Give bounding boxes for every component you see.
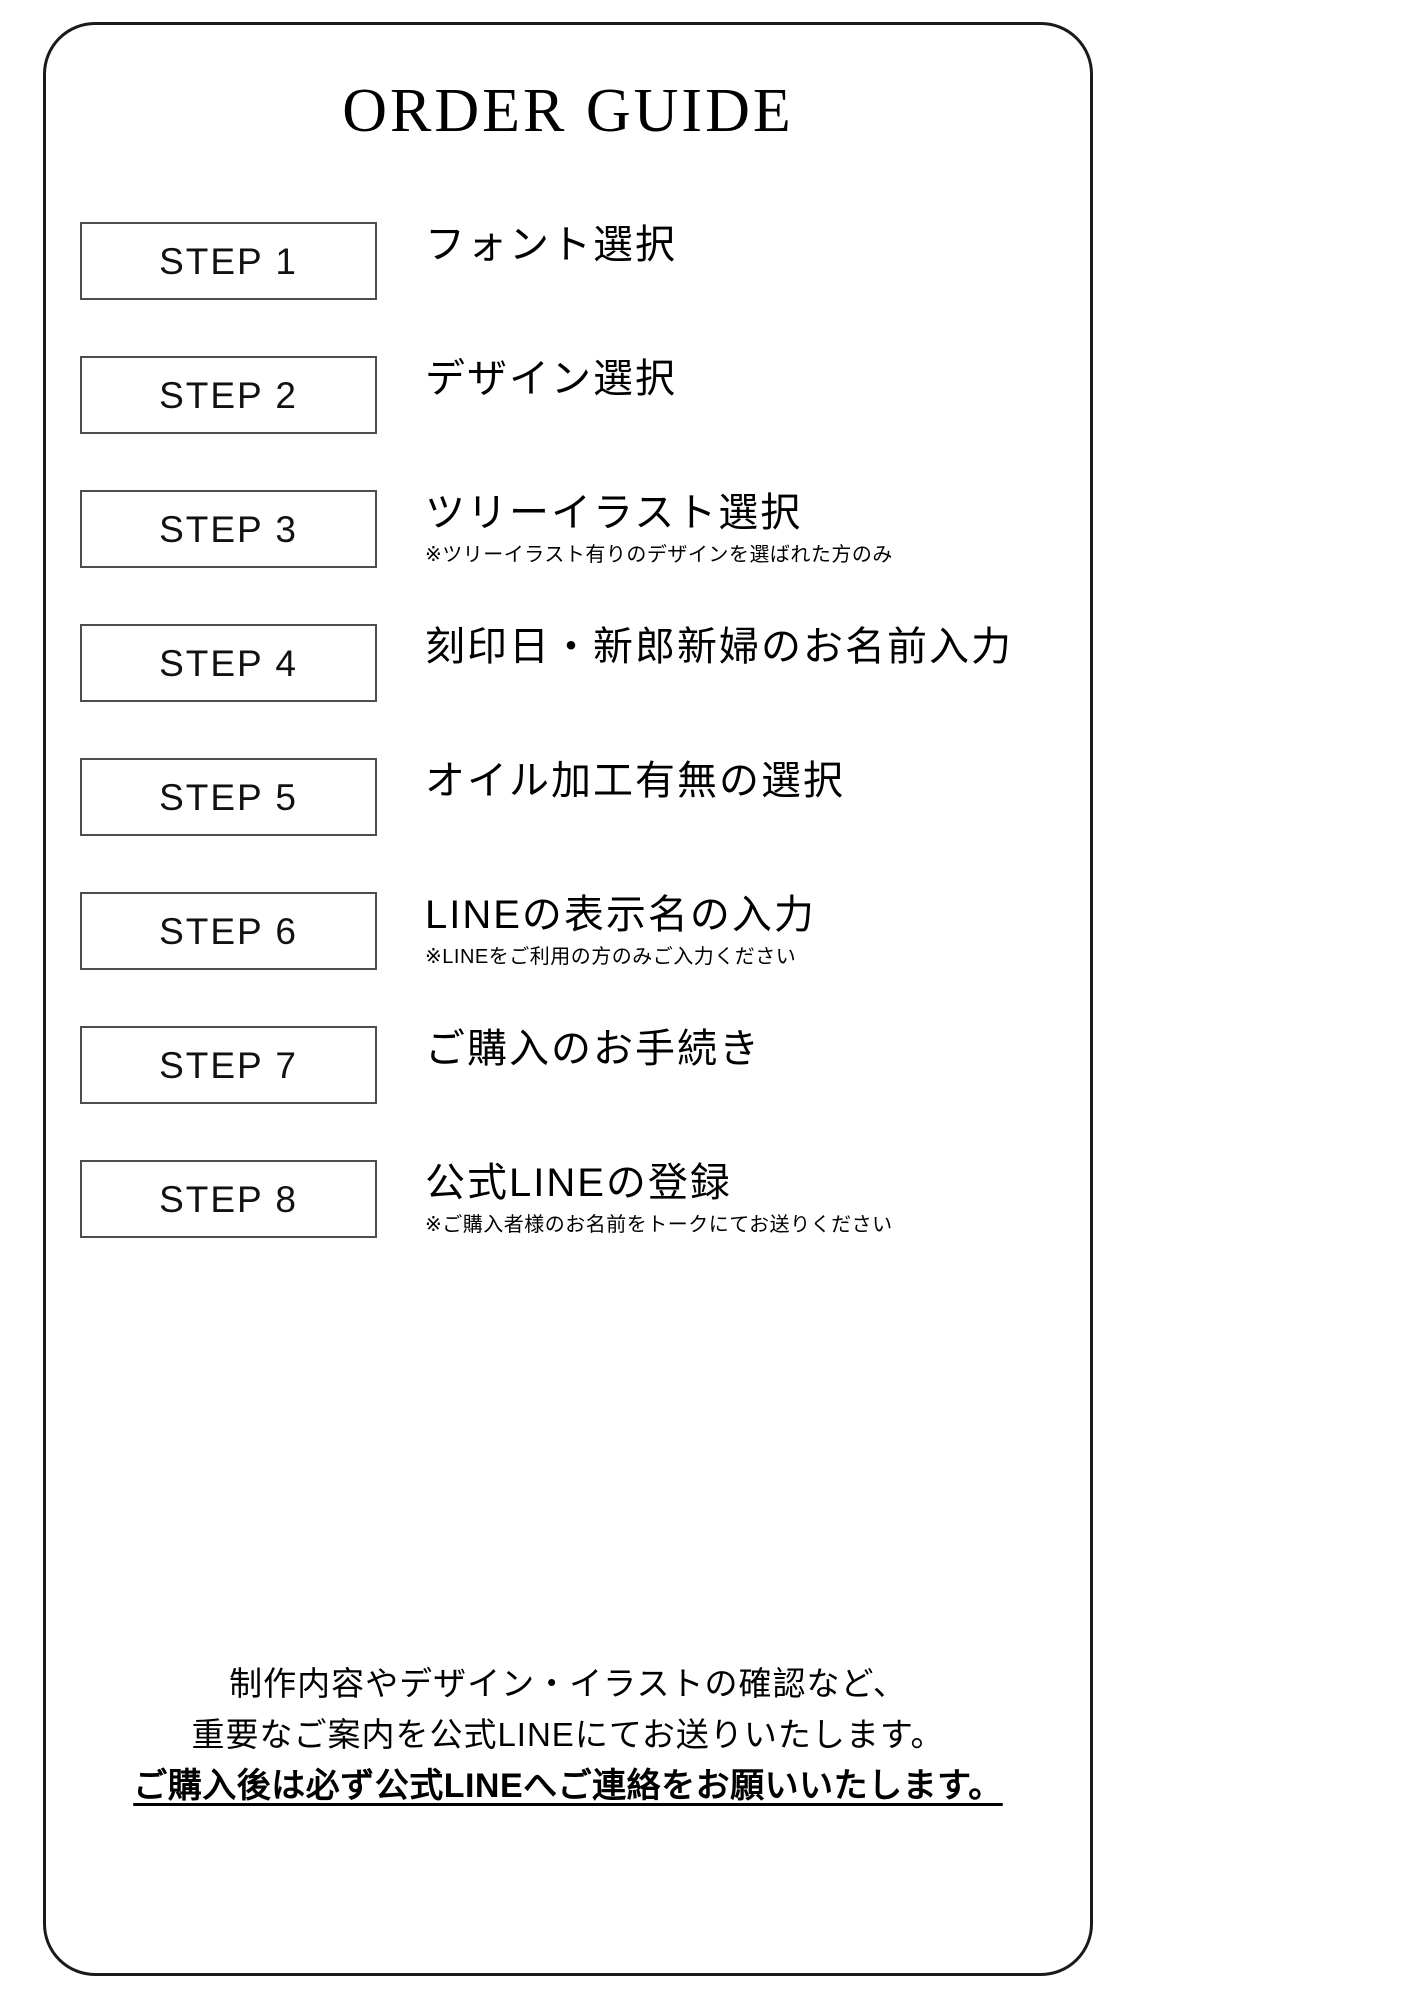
step-box-label: STEP 4 bbox=[159, 642, 298, 684]
step-box-7: STEP 7 bbox=[80, 1026, 377, 1104]
step-box-4: STEP 4 bbox=[80, 624, 377, 702]
step-description: オイル加工有無の選択 bbox=[425, 759, 845, 803]
page-frame-border bbox=[43, 22, 1093, 1976]
step-text-7: ご購入のお手続き bbox=[425, 1022, 1085, 1076]
step-box-label: STEP 3 bbox=[159, 508, 298, 550]
step-row: STEP 8 公式LINEの登録 ※ご購入者様のお名前をトークにてお送りください bbox=[43, 1160, 1093, 1294]
step-box-5: STEP 5 bbox=[80, 758, 377, 836]
step-row: STEP 4 刻印日・新郎新婦のお名前入力 bbox=[43, 624, 1093, 758]
steps-list: STEP 1 フォント選択 STEP 2 デザイン選択 STEP 3 ツリーイラ… bbox=[43, 222, 1093, 1294]
step-description: ツリーイラスト選択 bbox=[425, 491, 803, 535]
step-box-3: STEP 3 bbox=[80, 490, 377, 568]
step-box-8: STEP 8 bbox=[80, 1160, 377, 1238]
footer-line-3-emphasis: ご購入後は必ず公式LINEへご連絡をお願いいたします。 bbox=[133, 1767, 1003, 1806]
step-description: LINEの表示名の入力 bbox=[425, 893, 816, 937]
step-box-label: STEP 2 bbox=[159, 374, 298, 416]
step-row: STEP 6 LINEの表示名の入力 ※LINEをご利用の方のみご入力ください bbox=[43, 892, 1093, 1026]
step-box-label: STEP 8 bbox=[159, 1178, 298, 1220]
step-box-label: STEP 5 bbox=[159, 776, 298, 818]
step-box-2: STEP 2 bbox=[80, 356, 377, 434]
step-description: デザイン選択 bbox=[425, 357, 677, 401]
step-box-6: STEP 6 bbox=[80, 892, 377, 970]
step-box-label: STEP 7 bbox=[159, 1044, 298, 1086]
step-box-label: STEP 1 bbox=[159, 240, 298, 282]
footer-line-2: 重要なご案内を公式LINEにてお送りいたします。 bbox=[191, 1716, 945, 1754]
step-text-6: LINEの表示名の入力 ※LINEをご利用の方のみご入力ください bbox=[425, 888, 1085, 970]
step-box-1: STEP 1 bbox=[80, 222, 377, 300]
step-row: STEP 1 フォント選択 bbox=[43, 222, 1093, 356]
step-box-label: STEP 6 bbox=[159, 910, 298, 952]
step-note: ※LINEをご利用の方のみご入力ください bbox=[425, 946, 797, 968]
step-description: 刻印日・新郎新婦のお名前入力 bbox=[425, 625, 1013, 669]
footer-notice: 制作内容やデザイン・イラストの確認など、 重要なご案内を公式LINEにてお送りい… bbox=[43, 1658, 1093, 1813]
step-note: ※ツリーイラスト有りのデザインを選ばれた方のみ bbox=[425, 544, 893, 566]
footer-line-1: 制作内容やデザイン・イラストの確認など、 bbox=[229, 1665, 907, 1702]
step-description: 公式LINEの登録 bbox=[425, 1161, 732, 1205]
step-row: STEP 5 オイル加工有無の選択 bbox=[43, 758, 1093, 892]
step-text-8: 公式LINEの登録 ※ご購入者様のお名前をトークにてお送りください bbox=[425, 1156, 1085, 1238]
step-text-3: ツリーイラスト選択 ※ツリーイラスト有りのデザインを選ばれた方のみ bbox=[425, 486, 1085, 568]
page-title: ORDER GUIDE bbox=[342, 77, 794, 145]
step-text-1: フォント選択 bbox=[425, 218, 1085, 272]
step-note: ※ご購入者様のお名前をトークにてお送りください bbox=[425, 1214, 893, 1236]
step-text-2: デザイン選択 bbox=[425, 352, 1085, 406]
step-description: ご購入のお手続き bbox=[425, 1027, 761, 1071]
step-text-4: 刻印日・新郎新婦のお名前入力 bbox=[425, 620, 1085, 674]
step-text-5: オイル加工有無の選択 bbox=[425, 754, 1085, 808]
step-description: フォント選択 bbox=[425, 223, 677, 267]
step-row: STEP 2 デザイン選択 bbox=[43, 356, 1093, 490]
step-row: STEP 3 ツリーイラスト選択 ※ツリーイラスト有りのデザインを選ばれた方のみ bbox=[43, 490, 1093, 624]
step-row: STEP 7 ご購入のお手続き bbox=[43, 1026, 1093, 1160]
